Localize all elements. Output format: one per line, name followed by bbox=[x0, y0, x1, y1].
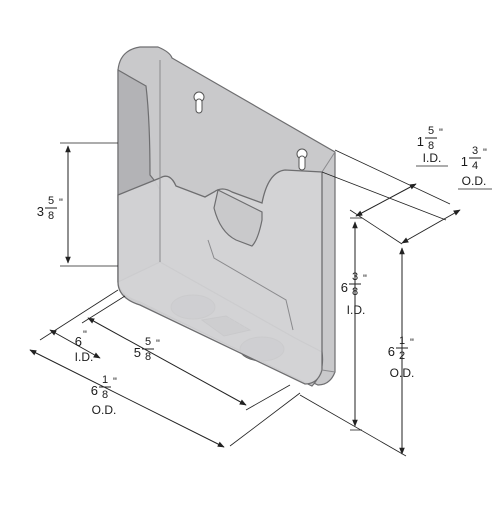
dim-line-1-5-8 bbox=[355, 183, 417, 217]
svg-text:3: 3 bbox=[352, 271, 358, 283]
keyhole-right-icon bbox=[296, 148, 308, 171]
svg-text:8: 8 bbox=[428, 140, 434, 152]
svg-text:8: 8 bbox=[102, 389, 108, 401]
dim-line-6-1-8 bbox=[29, 349, 225, 448]
svg-text:5: 5 bbox=[134, 345, 141, 360]
svg-text:6: 6 bbox=[341, 280, 348, 295]
dim-label-front-depth-id: 1 5 8 " I.D. bbox=[416, 125, 448, 167]
dim-label-front-height: 3 5 8 " bbox=[37, 195, 63, 222]
svg-text:6: 6 bbox=[91, 383, 98, 398]
svg-text:I.D.: I.D. bbox=[423, 151, 442, 165]
svg-text:": " bbox=[113, 376, 117, 388]
svg-text:": " bbox=[156, 338, 160, 350]
svg-text:I.D.: I.D. bbox=[347, 303, 366, 317]
svg-text:O.D.: O.D. bbox=[390, 366, 415, 380]
front-notch bbox=[213, 189, 263, 247]
dim-label-width-od: 6 1 8 " O.D. bbox=[91, 374, 117, 417]
svg-text:1: 1 bbox=[102, 374, 108, 386]
svg-text:2: 2 bbox=[399, 350, 405, 362]
svg-text:O.D.: O.D. bbox=[462, 174, 487, 188]
svg-text:3: 3 bbox=[37, 204, 44, 219]
svg-text:8: 8 bbox=[145, 351, 151, 363]
svg-text:": " bbox=[483, 147, 487, 159]
svg-text:": " bbox=[59, 197, 63, 209]
svg-text:8: 8 bbox=[352, 286, 358, 298]
holder-body bbox=[117, 46, 336, 387]
svg-text:6: 6 bbox=[388, 344, 395, 359]
svg-text:6: 6 bbox=[75, 334, 82, 349]
svg-text:1: 1 bbox=[461, 154, 468, 169]
svg-text:": " bbox=[83, 329, 87, 341]
svg-text:I.D.: I.D. bbox=[75, 350, 94, 364]
svg-text:1: 1 bbox=[399, 335, 405, 347]
dim-label-pocket-height-id: 6 3 8 " I.D. bbox=[341, 271, 367, 317]
svg-text:": " bbox=[439, 127, 443, 139]
svg-text:5: 5 bbox=[145, 336, 151, 348]
svg-text:3: 3 bbox=[472, 145, 478, 157]
svg-text:1: 1 bbox=[417, 134, 424, 149]
svg-text:5: 5 bbox=[428, 125, 434, 137]
keyhole-left-icon bbox=[193, 91, 205, 114]
dim-label-inner-width: 5 5 8 " bbox=[134, 336, 160, 363]
dim-label-overall-height-od: 6 1 2 " O.D. bbox=[388, 335, 415, 380]
dim-label-width-id: 6 " I.D. bbox=[75, 329, 94, 364]
dim-label-back-depth-od: 1 3 4 " O.D. bbox=[458, 145, 492, 190]
dimension-lines bbox=[29, 142, 461, 457]
svg-text:8: 8 bbox=[48, 210, 54, 222]
svg-text:4: 4 bbox=[472, 160, 478, 172]
svg-text:O.D.: O.D. bbox=[92, 403, 117, 417]
svg-text:5: 5 bbox=[48, 195, 54, 207]
svg-text:": " bbox=[410, 337, 414, 349]
svg-text:": " bbox=[363, 273, 367, 285]
dim-line-1-3-4 bbox=[401, 209, 461, 244]
front-pocket-panel bbox=[117, 169, 323, 385]
